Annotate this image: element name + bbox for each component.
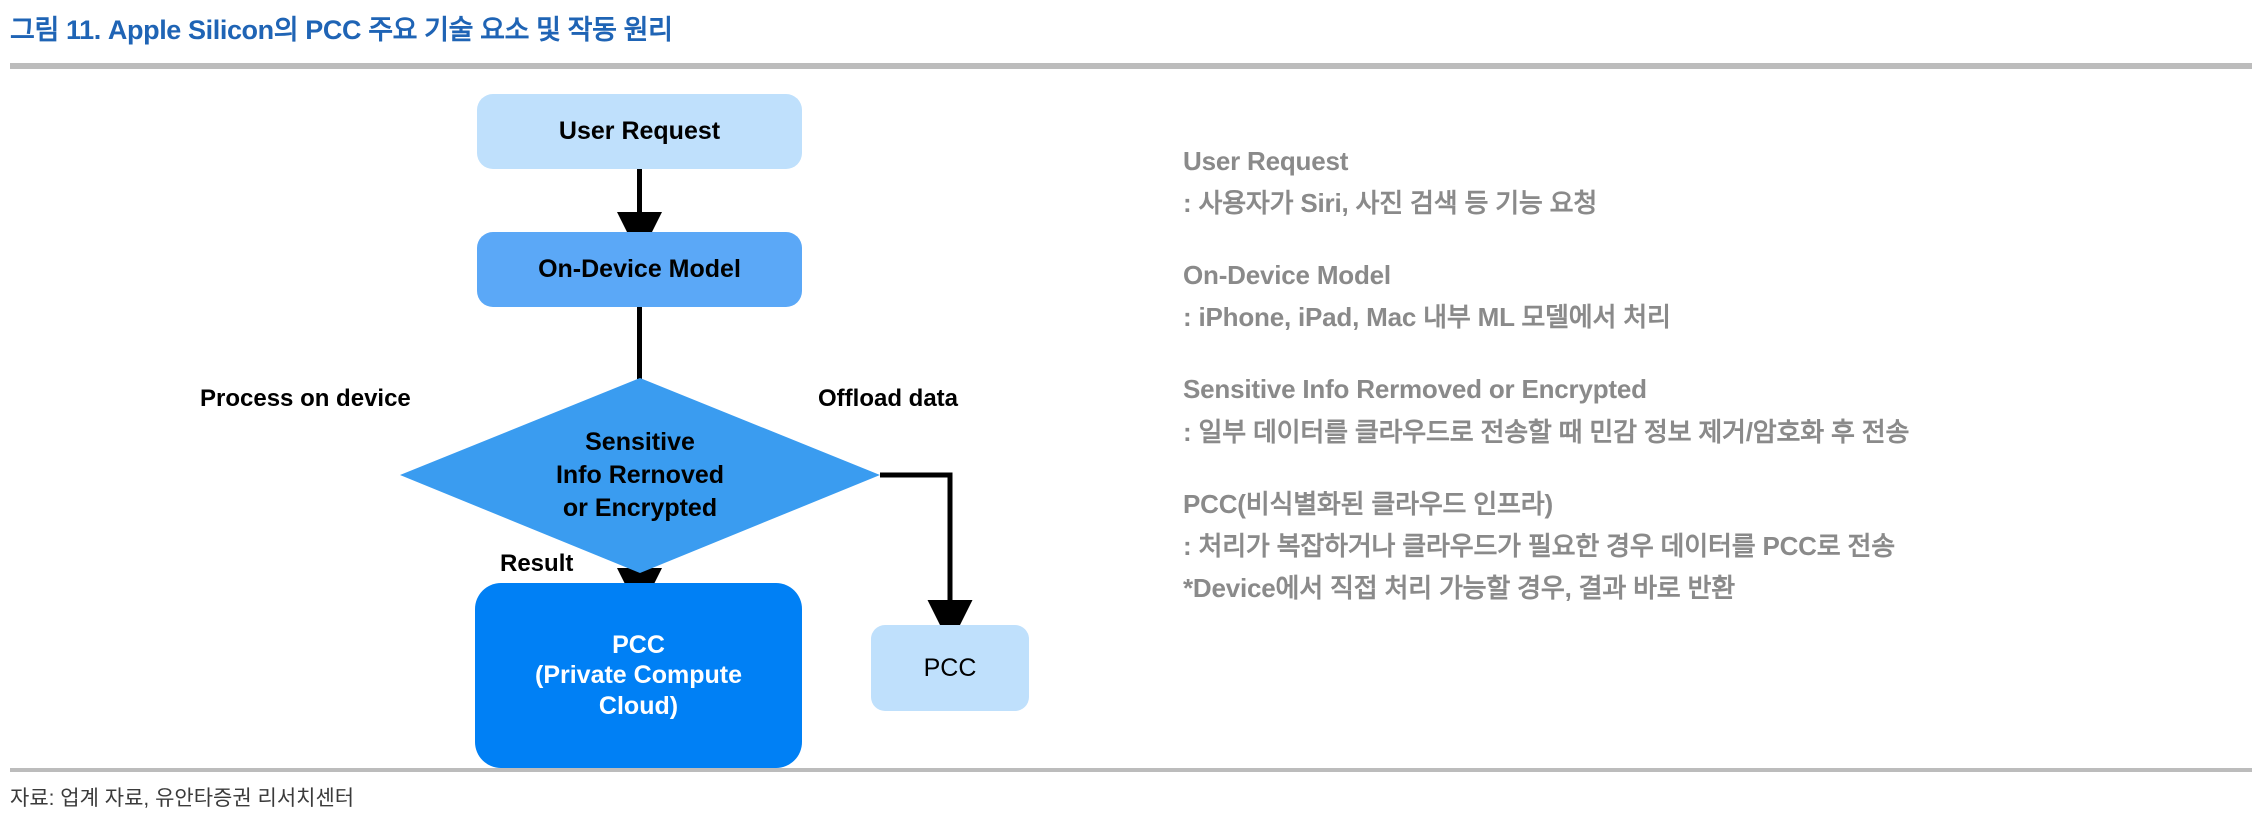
explanation-panel: User Request : 사용자가 Siri, 사진 검색 등 기능 요청 … bbox=[1183, 140, 2223, 609]
panel-detail-user-request: : 사용자가 Siri, 사진 검색 등 기능 요청 bbox=[1183, 188, 1598, 219]
edge-label-result: Result bbox=[500, 550, 574, 577]
decision-label-line1: Sensitive bbox=[585, 428, 695, 456]
divider-bottom bbox=[10, 768, 2252, 772]
panel-detail-pcc-1: : 처리가 복잡하거나 클라우드가 필요한 경우 데이터를 PCC로 전송 bbox=[1183, 530, 1895, 561]
edge-label-offload-data: Offload data bbox=[818, 385, 959, 412]
panel-block-on-device-model: On-Device Model : iPhone, iPad, Mac 내부 M… bbox=[1183, 254, 2223, 338]
pcc-main-line3: Cloud) bbox=[598, 691, 679, 720]
panel-block-user-request: User Request : 사용자가 Siri, 사진 검색 등 기능 요청 bbox=[1183, 140, 2223, 224]
decision-diamond-shape bbox=[400, 378, 880, 573]
decision-label: Sensitive Info Rernoved or Encrypted bbox=[400, 378, 880, 573]
node-pcc-private-compute-cloud[interactable]: PCC (Private Compute Cloud) bbox=[475, 583, 802, 768]
panel-heading-user-request: User Request bbox=[1183, 146, 1349, 176]
connector-offload-elbow bbox=[880, 472, 973, 645]
page-title: 그림 11. Apple Silicon의 PCC 주요 기술 요소 및 작동 … bbox=[10, 15, 673, 45]
divider-top bbox=[10, 63, 2252, 69]
flowchart: User Request On-Device Model Sensitive I… bbox=[0, 63, 1160, 768]
node-user-request[interactable]: User Request bbox=[477, 94, 802, 169]
node-pcc-offload[interactable]: PCC bbox=[871, 625, 1029, 711]
decision-label-line2: Info Rernoved bbox=[555, 461, 725, 489]
panel-heading-pcc: PCC(비식별화된 클라우드 인프라) bbox=[1183, 488, 1553, 519]
panel-detail-sensitive-info: : 일부 데이터를 클라우드로 전송할 때 민감 정보 제거/암호화 후 전송 bbox=[1183, 416, 1910, 447]
panel-heading-sensitive-info: Sensitive Info Rermoved or Encrypted bbox=[1183, 374, 1647, 405]
panel-detail-pcc-2: *Device에서 직접 처리 가능할 경우, 결과 바로 반환 bbox=[1183, 572, 1735, 603]
node-on-device-model[interactable]: On-Device Model bbox=[477, 232, 802, 307]
decision-label-line3: or Encrypted bbox=[562, 494, 718, 522]
edge-label-process-on-device: Process on device bbox=[200, 385, 411, 412]
pcc-main-line2: (Private Compute bbox=[535, 661, 742, 690]
panel-block-pcc: PCC(비식별화된 클라우드 인프라) : 처리가 복잡하거나 클라우드가 필요… bbox=[1183, 483, 2223, 609]
panel-detail-on-device-model: : iPhone, iPad, Mac 내부 ML 모델에서 처리 bbox=[1183, 302, 1671, 333]
panel-block-sensitive-info: Sensitive Info Rermoved or Encrypted : 일… bbox=[1183, 368, 2223, 452]
source-note: 자료: 업계 자료, 유안타증권 리서치센터 bbox=[10, 787, 355, 810]
flow-connectors bbox=[400, 169, 973, 645]
pcc-main-line1: PCC bbox=[612, 630, 665, 659]
node-decision-sensitive-info[interactable]: Sensitive Info Rernoved or Encrypted bbox=[400, 378, 880, 573]
panel-heading-on-device-model: On-Device Model bbox=[1183, 260, 1391, 291]
